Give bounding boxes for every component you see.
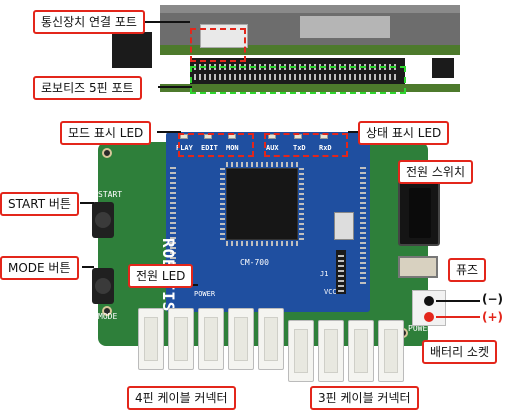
battery-plus-terminal: [424, 312, 434, 322]
cable-4pin-connector-3[interactable]: [198, 308, 224, 370]
lead-mode-button: [82, 266, 94, 268]
battery-minus-label: (−): [482, 292, 504, 306]
mode-led-highlight: [178, 133, 254, 157]
side-connector-strip: [300, 16, 390, 38]
silk-play: PLAY: [176, 144, 193, 152]
cable-4pin-connector-1[interactable]: [138, 308, 164, 370]
silk-edit: EDIT: [201, 144, 218, 152]
side-top-edge: [160, 5, 460, 13]
battery-plus-line: [436, 316, 480, 318]
main-board: PLAY EDIT MON AUX TxD RxD ROBOTIS CM-700…: [92, 128, 460, 410]
mode-button[interactable]: [92, 268, 114, 304]
silk-start: START: [98, 190, 123, 199]
callout-fuse: 퓨즈: [448, 258, 487, 282]
callout-comm-port: 통신장치 연결 포트: [33, 10, 145, 34]
callout-power-led: 전원 LED: [128, 264, 194, 288]
silk-txd: TxD: [293, 144, 306, 152]
cable-4pin-connector-4[interactable]: [228, 308, 254, 370]
cable-3pin-connector-4[interactable]: [378, 320, 404, 382]
mode-button-cap: [95, 278, 111, 294]
silk-power-plug: POWER: [408, 324, 433, 333]
power-switch-rocker: [409, 188, 431, 238]
silk-mon: MON: [226, 144, 239, 152]
lead-comm-port: [128, 21, 190, 23]
j1-pins: [338, 252, 344, 292]
cable-3pin-connector-2[interactable]: [318, 320, 344, 382]
side-pcb-bottom: [160, 84, 460, 92]
callout-mode-led: 모드 표시 LED: [60, 121, 152, 145]
mcu-pins-right: [299, 168, 304, 240]
lead-status-led: [348, 131, 360, 133]
silk-aux: AUX: [266, 144, 279, 152]
battery-minus-line: [436, 300, 480, 302]
callout-start-button: START 버튼: [0, 192, 79, 216]
battery-plus-label: (+): [482, 310, 504, 324]
crystal: [334, 212, 354, 240]
lead-start-button: [80, 202, 94, 204]
callout-robotis-5pin: 로보티즈 5핀 포트: [33, 76, 142, 100]
side-switch: [432, 58, 454, 78]
mount-hole-top-left: [102, 148, 112, 158]
callout-power-switch: 전원 스위치: [398, 160, 474, 184]
start-button[interactable]: [92, 202, 114, 238]
cable-4pin-connector-2[interactable]: [168, 308, 194, 370]
side-pins-bottom: [194, 74, 399, 80]
callout-status-led: 상태 표시 LED: [358, 121, 450, 145]
silk-mode: MODE: [98, 312, 118, 321]
robotis-5pin-highlight: [190, 66, 406, 94]
callout-cable-3pin: 3핀 케이블 커넥터: [310, 386, 419, 410]
silk-vcc: VCC: [324, 288, 337, 296]
left-pin-header: [170, 164, 176, 284]
silk-j1: J1: [320, 270, 329, 278]
silk-power-led: POWER: [194, 290, 216, 298]
start-button-cap: [95, 212, 111, 228]
lead-power-led: [190, 284, 198, 286]
cable-3pin-connector-1[interactable]: [288, 320, 314, 382]
microcontroller-chip: [226, 168, 298, 240]
side-pcb-layer: [160, 45, 460, 55]
callout-battery-socket: 배터리 소켓: [422, 340, 498, 364]
side-jack: [112, 32, 152, 68]
mcu-pins-left: [220, 168, 225, 240]
callout-mode-button: MODE 버튼: [0, 256, 79, 280]
lead-mode-led: [157, 131, 181, 133]
silk-model: CM-700: [240, 258, 269, 267]
battery-minus-terminal: [424, 296, 434, 306]
comm-port-highlight: [190, 28, 246, 62]
silk-rxd: RxD: [319, 144, 332, 152]
callout-cable-4pin: 4핀 케이블 커넥터: [127, 386, 236, 410]
fuse: [398, 256, 438, 278]
lead-robotis-5pin: [158, 86, 192, 88]
cable-3pin-connector-3[interactable]: [348, 320, 374, 382]
status-led-highlight: [264, 133, 348, 157]
right-pin-header: [360, 164, 366, 284]
mount-hole-bottom-left: [102, 306, 112, 316]
mcu-pins-bottom: [226, 241, 298, 246]
cable-4pin-connector-5[interactable]: [258, 308, 284, 370]
mcu-pins-top: [226, 162, 298, 167]
